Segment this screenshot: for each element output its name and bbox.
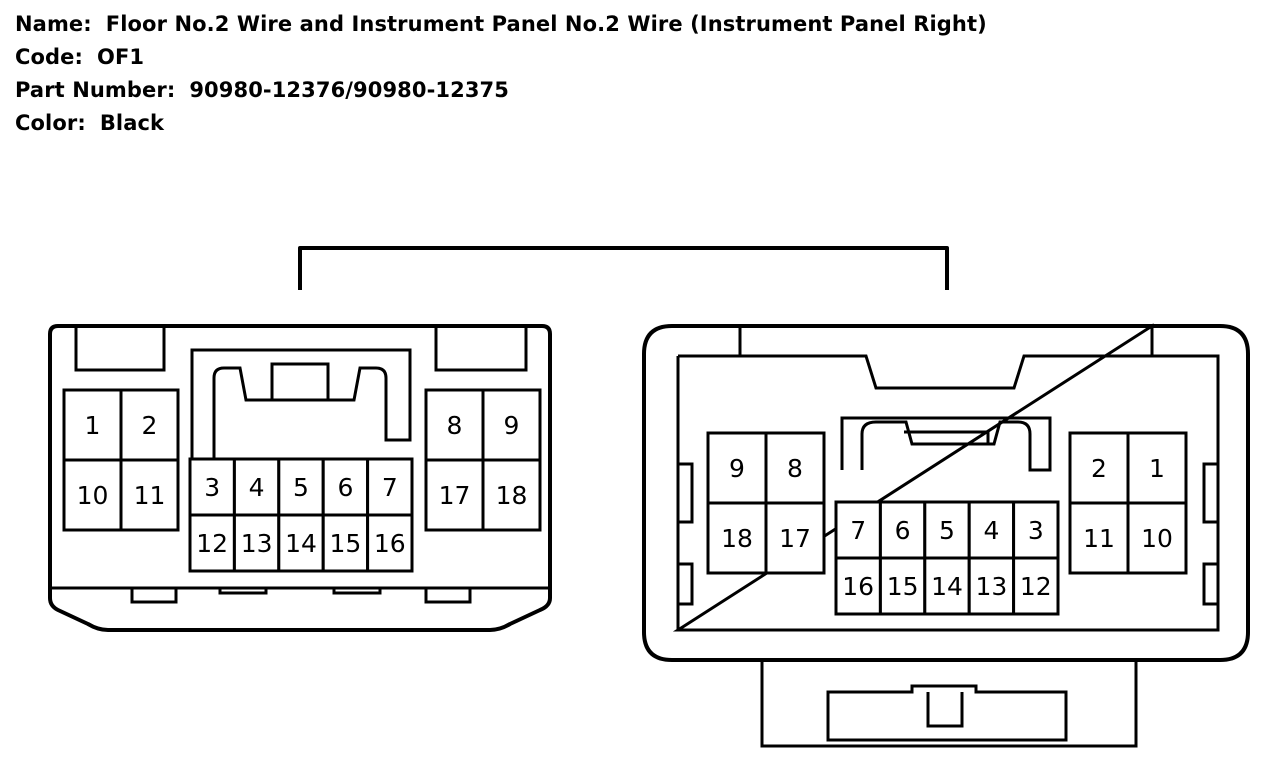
pin-cavity bbox=[1012, 556, 1060, 616]
pin-number: 18 bbox=[721, 524, 753, 553]
pin-number: 17 bbox=[779, 524, 811, 553]
left-connector-bottom-notches bbox=[130, 588, 472, 604]
pairing-bracket bbox=[298, 246, 949, 290]
pin-number: 14 bbox=[931, 572, 963, 601]
pin-number: 5 bbox=[939, 516, 955, 545]
connector-info: Name: Floor No.2 Wire and Instrument Pane… bbox=[15, 8, 987, 140]
right-connector-locking-latch bbox=[760, 660, 1138, 748]
pin-cavity bbox=[62, 388, 123, 462]
pin-number: 6 bbox=[337, 473, 353, 502]
pin-number: 13 bbox=[241, 529, 273, 558]
pin-number: 4 bbox=[983, 516, 999, 545]
pin-cavity bbox=[1126, 501, 1188, 575]
pin-cavity bbox=[232, 513, 281, 573]
color-line: Color: Black bbox=[15, 107, 987, 140]
pin-number: 12 bbox=[1020, 572, 1052, 601]
left-connector-top-rib bbox=[74, 326, 528, 372]
right-connector-shell bbox=[642, 324, 1250, 662]
left-connector-left-pin-block: 1 2 10 11 bbox=[62, 388, 180, 532]
pin-number: 5 bbox=[293, 473, 309, 502]
pin-number: 2 bbox=[1091, 454, 1107, 483]
pin-cavity bbox=[424, 458, 485, 532]
left-connector-latch bbox=[190, 348, 412, 458]
pin-number: 13 bbox=[975, 572, 1007, 601]
pin-cavity bbox=[188, 513, 236, 573]
part-number-line: Part Number: 90980-12376/90980-12375 bbox=[15, 74, 987, 107]
right-connector-side-slots bbox=[678, 462, 1218, 606]
pin-cavity bbox=[481, 458, 542, 532]
pin-cavity bbox=[834, 556, 882, 616]
pin-cavity bbox=[764, 501, 826, 575]
right-connector-top-recess bbox=[740, 354, 1152, 390]
pin-number: 15 bbox=[329, 529, 361, 558]
pin-cavity bbox=[1068, 501, 1130, 575]
pin-number: 9 bbox=[504, 411, 520, 440]
right-connector-left-pin-block: 9 8 18 17 bbox=[706, 431, 826, 575]
pin-number: 8 bbox=[447, 411, 463, 440]
pin-number: 10 bbox=[77, 481, 109, 510]
part-number-value: 90980-12376/90980-12375 bbox=[189, 78, 509, 102]
pin-number: 17 bbox=[439, 481, 471, 510]
pin-cavity bbox=[321, 457, 370, 517]
pin-number: 3 bbox=[1028, 516, 1044, 545]
pin-number: 1 bbox=[85, 411, 101, 440]
pin-number: 7 bbox=[850, 516, 866, 545]
part-number-label: Part Number: bbox=[15, 78, 176, 102]
pin-number: 7 bbox=[382, 473, 398, 502]
left-connector-latch-tab bbox=[270, 362, 330, 400]
pin-number: 14 bbox=[285, 529, 317, 558]
pin-number: 9 bbox=[729, 454, 745, 483]
left-connector-right-pin-block: 8 9 17 18 bbox=[424, 388, 542, 532]
pin-number: 15 bbox=[887, 572, 919, 601]
pin-number: 1 bbox=[1149, 454, 1165, 483]
color-label: Color: bbox=[15, 111, 86, 135]
pin-number: 16 bbox=[374, 529, 406, 558]
pin-cavity bbox=[366, 513, 414, 573]
pin-cavity bbox=[1012, 500, 1060, 560]
code-line: Code: OF1 bbox=[15, 41, 987, 74]
name-label: Name: bbox=[15, 12, 92, 36]
pin-cavity bbox=[119, 458, 180, 532]
pin-number: 12 bbox=[196, 529, 228, 558]
pin-cavity bbox=[481, 388, 542, 462]
pin-number: 2 bbox=[142, 411, 158, 440]
pin-number: 8 bbox=[787, 454, 803, 483]
pin-number: 11 bbox=[134, 481, 166, 510]
pin-cavity bbox=[706, 501, 768, 575]
right-connector-latch-tab bbox=[926, 692, 964, 728]
right-connector-keyway-tab bbox=[904, 430, 990, 444]
pin-number: 18 bbox=[496, 481, 528, 510]
pin-number: 10 bbox=[1141, 524, 1173, 553]
right-connector-keyway bbox=[840, 416, 1052, 472]
code-label: Code: bbox=[15, 45, 84, 69]
pin-cavity bbox=[764, 431, 826, 505]
pin-number: 11 bbox=[1083, 524, 1115, 553]
pin-number: 3 bbox=[204, 473, 220, 502]
name-line: Name: Floor No.2 Wire and Instrument Pane… bbox=[15, 8, 987, 41]
pin-cavity bbox=[62, 458, 123, 532]
left-connector-body bbox=[48, 324, 552, 632]
pin-cavity bbox=[366, 457, 414, 517]
pin-number: 6 bbox=[895, 516, 911, 545]
pin-cavity bbox=[967, 556, 1016, 616]
pin-cavity bbox=[923, 556, 971, 616]
name-value: Floor No.2 Wire and Instrument Panel No.… bbox=[105, 12, 987, 36]
color-value: Black bbox=[99, 111, 165, 135]
pin-number: 16 bbox=[842, 572, 874, 601]
pin-number: 4 bbox=[249, 473, 265, 502]
pin-cavity bbox=[1126, 431, 1188, 505]
pin-cavity bbox=[878, 556, 927, 616]
code-value: OF1 bbox=[97, 45, 145, 69]
